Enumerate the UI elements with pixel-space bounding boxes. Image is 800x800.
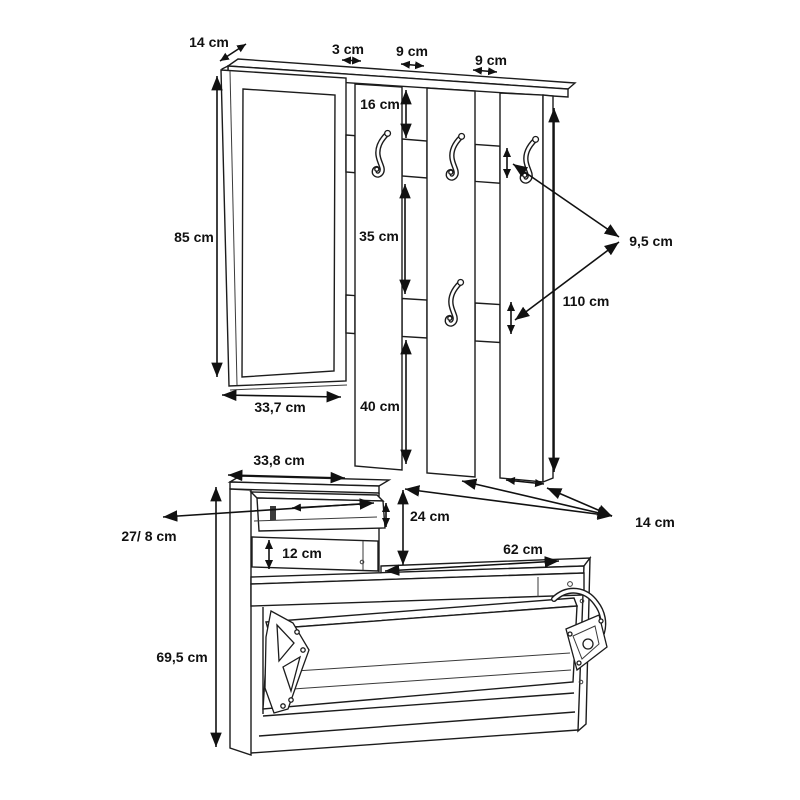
dim-line-338 — [227, 469, 346, 484]
mirror-glass — [241, 88, 336, 378]
dim-mirror-width: 33,7 cm — [221, 389, 342, 415]
shoe-bench — [250, 555, 608, 754]
bracket-cutout — [276, 623, 295, 663]
dim-line-62 — [384, 556, 560, 576]
hinge-plate-inner — [572, 625, 600, 660]
dim-label-drawer: 27/ 8 cm — [121, 528, 176, 544]
slat-side-face — [542, 94, 554, 484]
rail-segment — [474, 143, 501, 184]
dim-line-shelf-depth — [219, 43, 247, 62]
left-side-panel — [229, 488, 252, 756]
rail-segment — [474, 302, 501, 344]
rail-hole — [567, 581, 573, 587]
bracket-screw — [288, 697, 294, 703]
dim-label-62: 62 cm — [503, 541, 543, 557]
leader-hook-mid — [514, 241, 620, 321]
hinge-screw — [576, 660, 582, 666]
slat-panel-1 — [354, 83, 403, 471]
mirror-bottom-edge — [229, 384, 348, 391]
dim-console-width: 33,8 cm — [227, 452, 346, 484]
side-panel-hole — [578, 679, 584, 685]
dim-label-shelf-depth: 14 cm — [189, 34, 229, 50]
dim-bench-width: 62 cm — [384, 541, 560, 576]
niche-cam-hole — [359, 559, 365, 565]
mirror-frame-edge — [229, 70, 238, 386]
dim-hook-height: 9,5 cm — [502, 148, 673, 334]
leader-slat2-bottom — [461, 478, 613, 519]
dim-label-slat-b: 9 cm — [475, 52, 507, 68]
bracket-screw — [294, 629, 300, 635]
dim-hook-to-hook: 35 cm — [359, 184, 411, 294]
hinge-screw — [567, 631, 573, 637]
dim-line-337 — [221, 389, 342, 403]
hinge-screw — [598, 618, 604, 624]
flap-bracket-right — [551, 587, 608, 672]
dim-niche-height: 12 cm — [264, 540, 322, 569]
drawer-runner — [270, 506, 276, 520]
mirror-panel — [220, 69, 348, 391]
bracket-screw — [300, 647, 306, 653]
dim-label-slat-a: 9 cm — [396, 43, 428, 59]
bench-flap-door — [262, 597, 578, 710]
base-top-line — [262, 692, 575, 717]
dim-line-slat-b — [472, 66, 498, 76]
dim-drawer: 27/ 8 cm — [121, 498, 391, 544]
leader-hook-top — [512, 163, 620, 238]
bracket-screw — [280, 703, 286, 709]
dim-bench-height: 69,5 cm — [156, 487, 222, 747]
dim-label-695: 69,5 cm — [156, 649, 207, 665]
dim-panel-bottom-depth: 14 cm — [404, 476, 675, 530]
dim-line-gap — [341, 56, 362, 65]
rail-segment — [345, 134, 356, 174]
bench-base — [250, 692, 579, 754]
rail-segment — [345, 294, 356, 335]
rail-segment — [401, 138, 428, 179]
dim-label-95: 9,5 cm — [629, 233, 673, 249]
dim-slat-width-a: 9 cm — [396, 43, 428, 70]
dim-slat-width-b: 9 cm — [472, 52, 507, 76]
console-niche — [251, 536, 379, 572]
flap-line-2 — [263, 669, 572, 692]
console-drawer — [249, 491, 386, 532]
flap-bracket-left — [264, 610, 310, 714]
dim-label-gap: 3 cm — [332, 41, 364, 57]
leader-slat3-bottom — [546, 487, 613, 517]
base-bottom-edge — [250, 729, 579, 754]
dim-top-to-hook: 16 cm — [360, 90, 412, 138]
dim-label-35: 35 cm — [359, 228, 399, 244]
dim-label-16: 16 cm — [360, 96, 400, 112]
dim-label-14-bottom: 14 cm — [635, 514, 675, 530]
dim-panel-height: 110 cm — [548, 108, 610, 472]
dim-label-12: 12 cm — [282, 545, 322, 561]
base-mid-line — [258, 711, 576, 737]
bracket-cutout — [282, 655, 302, 694]
dim-label-85: 85 cm — [174, 229, 214, 245]
dim-line-drawer-depth — [291, 502, 372, 512]
dim-label-337: 33,7 cm — [254, 399, 305, 415]
dim-shelf-depth: 14 cm — [189, 34, 247, 62]
rail-segment — [401, 297, 428, 339]
dim-label-24: 24 cm — [410, 508, 450, 524]
dim-label-110: 110 cm — [563, 293, 610, 309]
dim-mirror-height: 85 cm — [174, 76, 223, 377]
stay-arm-inner — [552, 589, 605, 635]
dim-label-40: 40 cm — [360, 398, 400, 414]
slat-panel-2 — [426, 87, 476, 478]
flap-line-1 — [264, 652, 571, 674]
niche-opening — [251, 536, 379, 572]
dim-label-338: 33,8 cm — [253, 452, 304, 468]
side-panel-hole — [579, 598, 585, 604]
dim-hook-to-bottom: 40 cm — [360, 340, 412, 464]
dimension-annotations: 14 cm 3 cm 9 cm 9 cm 16 cm 85 cm 35 cm — [121, 34, 675, 747]
dim-gap-3cm: 3 cm — [332, 41, 364, 65]
hinge-pivot — [582, 638, 594, 650]
dim-line-slat-a — [400, 60, 425, 70]
dim-panel-to-bench: 24 cm — [397, 490, 450, 565]
